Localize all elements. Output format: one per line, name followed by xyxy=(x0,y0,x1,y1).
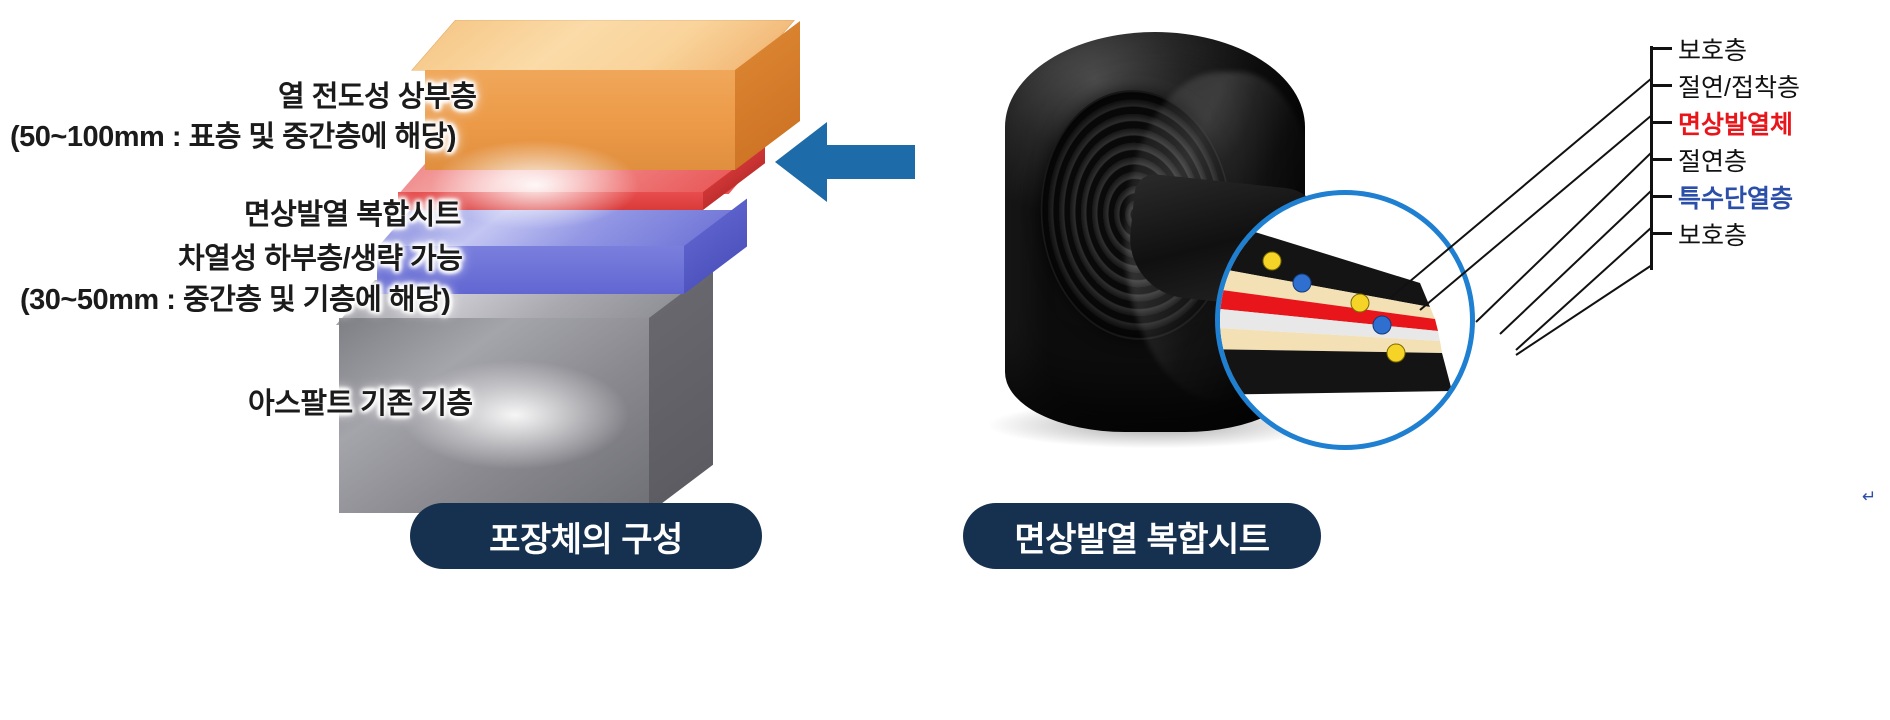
label-thermal-upper-line1: 열 전도성 상부층 xyxy=(278,81,477,113)
legend-label: 절연층 xyxy=(1678,147,1748,176)
left-pointing-arrow-icon xyxy=(775,120,915,204)
legend-tick-icon xyxy=(1650,232,1672,235)
layer-block-heat-shielding xyxy=(375,198,750,320)
legend-item-protective-bottom: 보호층 xyxy=(1650,215,1890,252)
legend-label: 보호층 xyxy=(1678,36,1748,65)
legend-label: 면상발열체 xyxy=(1678,110,1794,139)
legend-item-insulation-adhesive: 절연/접착층 xyxy=(1650,67,1890,104)
legend-item-insulation: 절연층 xyxy=(1650,141,1890,178)
caption-pill-pavement-composition: 포장체의 구성 xyxy=(410,503,762,569)
cross-section-magnifier-circle xyxy=(1215,190,1475,450)
leader-lines xyxy=(1389,77,1653,356)
label-heating-sheet: 면상발열 복합시트 xyxy=(244,199,462,231)
legend-item-planar-heater: 면상발열체 xyxy=(1650,104,1890,141)
layer-block-thermal-upper xyxy=(411,20,800,190)
legend-item-protective-top: 보호층 xyxy=(1650,30,1890,67)
legend-tick-icon xyxy=(1650,84,1672,87)
legend-tick-icon xyxy=(1650,47,1672,50)
legend-tick-icon xyxy=(1650,121,1672,124)
paragraph-mark: ↵ xyxy=(1862,487,1877,506)
cross-section-legend: 보호층 절연/접착층 면상발열체 절연층 특수단열층 보호층 xyxy=(1650,30,1890,290)
legend-tick-icon xyxy=(1650,158,1672,161)
composite-sheet-photo-panel: 보호층 절연/접착층 면상발열체 절연층 특수단열층 보호층 xyxy=(950,0,1890,720)
cross-section-stripes xyxy=(1220,195,1460,435)
legend-label: 절연/접착층 xyxy=(1678,73,1800,102)
legend-label: 특수단열층 xyxy=(1678,184,1794,213)
legend-tick-icon xyxy=(1650,195,1672,198)
label-thermal-upper-line2: (50~100mm : 표층 및 중간층에 해당) xyxy=(10,121,457,153)
caption-pill-composite-sheet: 면상발열 복합시트 xyxy=(963,503,1321,569)
label-heat-shielding-line2: (30~50mm : 중간층 및 기층에 해당) xyxy=(20,284,451,316)
label-heat-shielding-line1: 차열성 하부층/생략 가능 xyxy=(178,243,463,275)
thermal-upper-top-face xyxy=(411,20,795,71)
legend-label: 보호층 xyxy=(1678,221,1748,250)
legend-item-special-thermal-insulation: 특수단열층 xyxy=(1650,178,1890,215)
heat-shielding-front-face xyxy=(377,246,684,294)
label-asphalt-base: 아스팔트 기존 기층 xyxy=(248,388,473,420)
pavement-structure-illustration: 열 전도성 상부층 (50~100mm : 표층 및 중간층에 해당) 면상발열… xyxy=(10,20,800,513)
